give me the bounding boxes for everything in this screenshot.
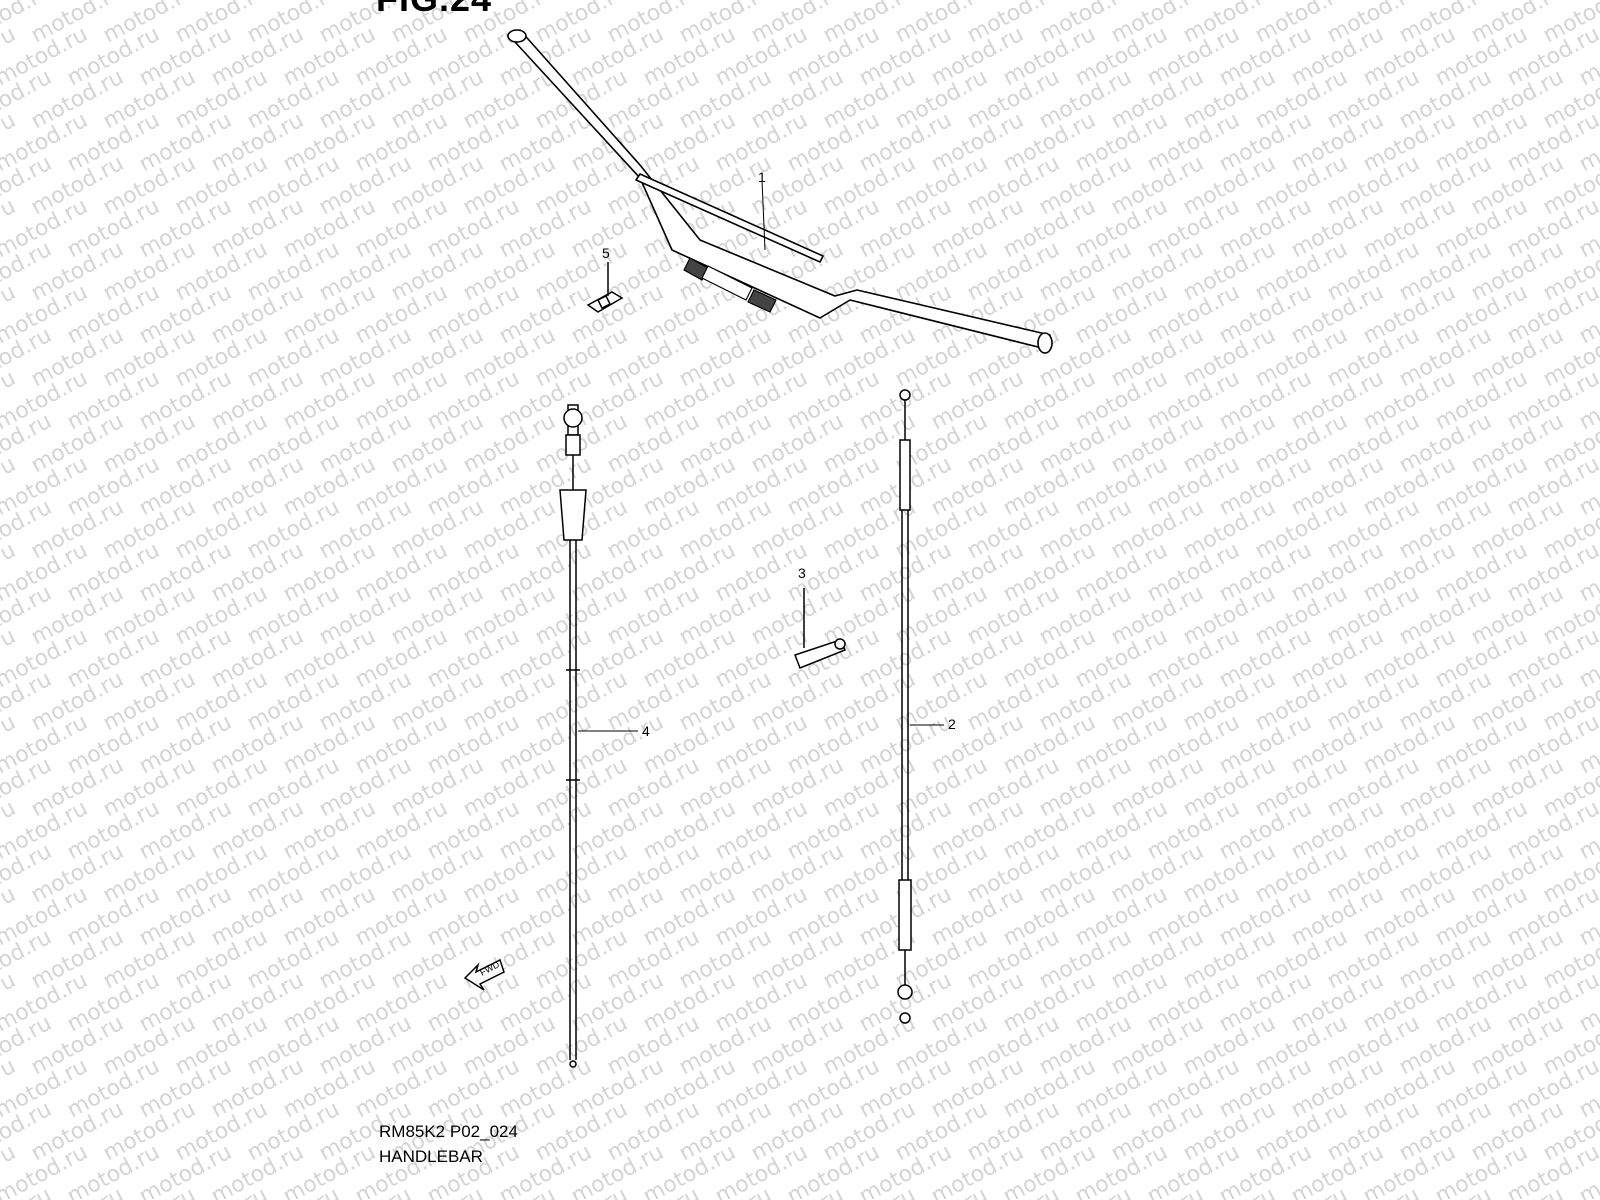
diagram-name: HANDLEBAR [379,1147,483,1166]
figure-title: FIG.24 [376,0,492,20]
callout-2: 2 [948,716,956,732]
callout-5: 5 [602,245,610,261]
callout-1: 1 [758,169,766,185]
diagram-code: RM85K2 P02_024 [379,1122,518,1141]
callout-3: 3 [798,565,806,581]
watermark-text: motod.ru [1575,0,1600,5]
callout-4: 4 [642,723,650,739]
